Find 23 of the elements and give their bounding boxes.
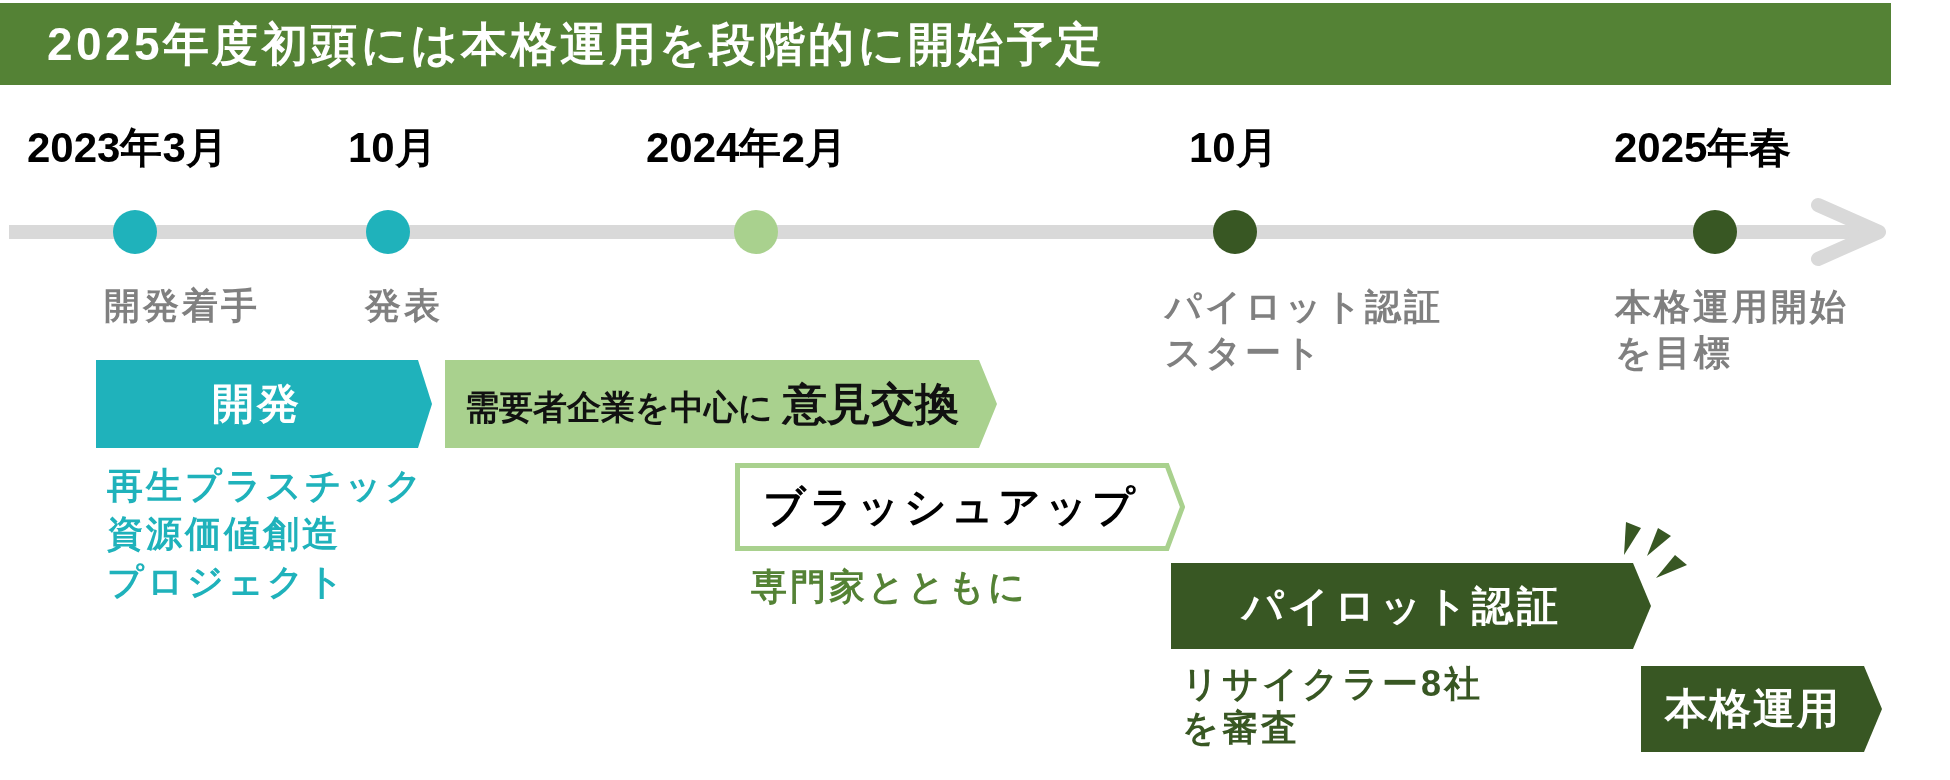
date-label: 2025年春: [1614, 124, 1792, 172]
date-label: 2023年3月: [27, 124, 228, 172]
milestone-dot: [734, 210, 778, 254]
chevron-band: パイロット認証: [1171, 563, 1651, 649]
milestone-label: 本格運用開始を目標: [1615, 285, 1849, 375]
date-label: 10月: [1189, 124, 1278, 172]
milestone-dot: [1213, 210, 1257, 254]
chevron-band: 本格運用: [1641, 666, 1882, 752]
chevron-band: 開発: [96, 360, 432, 448]
milestone-label: 開発着手: [104, 284, 260, 328]
milestone-dot: [1693, 210, 1737, 254]
chevron-band: 需要者企業を中心に 意見交換: [445, 360, 997, 448]
chevron-band: ブラッシュアップ: [735, 463, 1185, 551]
phase-caption: 再生プラスチック資源価値創造プロジェクト: [107, 464, 425, 604]
milestone-dot: [113, 210, 157, 254]
date-label: 2024年2月: [646, 124, 847, 172]
phase-caption: 専門家とともに: [751, 565, 1028, 609]
milestone-dot: [366, 210, 410, 254]
milestone-label: 発表: [365, 284, 443, 328]
phase-caption: リサイクラー8社を審査: [1182, 662, 1484, 750]
title-banner: 2025年度初頭には本格運用を段階的に開始予定: [0, 3, 1891, 85]
milestone-label: パイロット認証スタート: [1165, 285, 1443, 375]
date-label: 10月: [348, 124, 437, 172]
